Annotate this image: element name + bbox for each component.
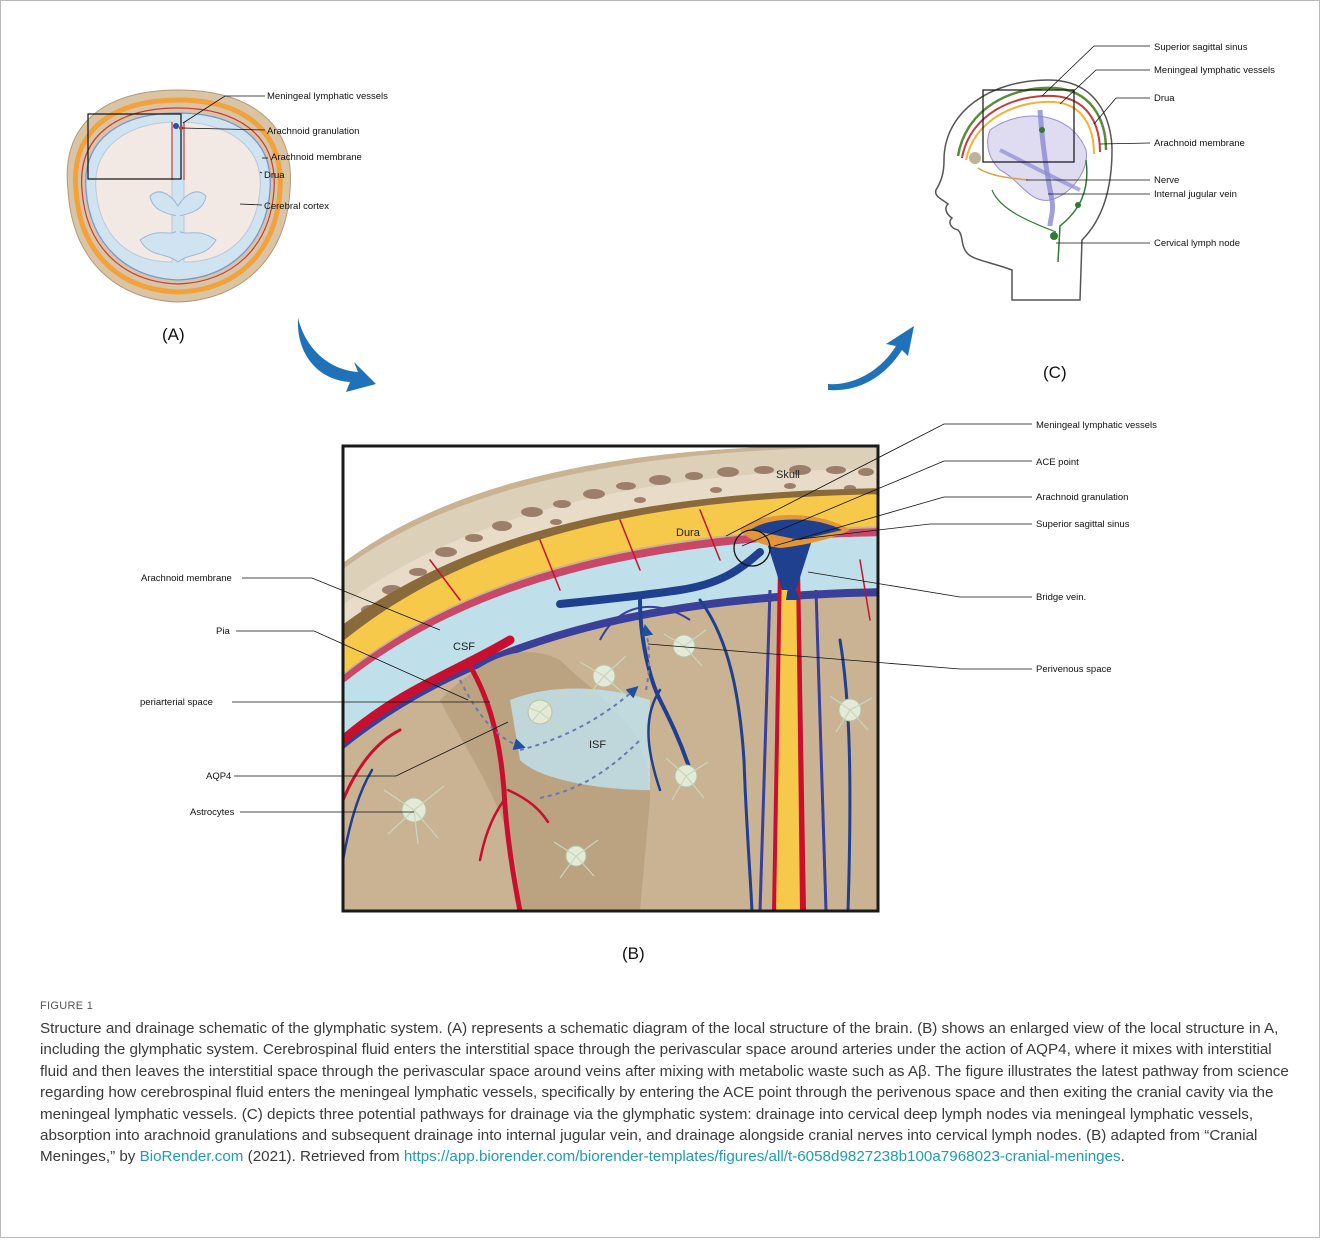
panel-label-b: (B) — [622, 944, 645, 963]
label-a-drua: Drua — [264, 170, 285, 181]
label-c-superior-sagittal-sinus: Superior sagittal sinus — [1154, 42, 1248, 53]
label-b-periarterial-space: periarterial space — [140, 697, 213, 708]
label-b-bridge-vein: Bridge vein. — [1036, 592, 1086, 603]
label-a-cerebral-cortex: Cerebral cortex — [264, 201, 329, 212]
caption-end: . — [1121, 1148, 1125, 1165]
panel-c-head-profile — [936, 80, 1112, 300]
label-b-superior-sagittal-sinus: Superior sagittal sinus — [1036, 519, 1130, 530]
label-b-aqp4: AQP4 — [206, 771, 231, 782]
label-a-arachnoid-granulation: Arachnoid granulation — [267, 126, 359, 137]
figure-number: FIGURE 1 — [40, 1000, 1290, 1012]
label-c-cervical-lymph-node: Cervical lymph node — [1154, 238, 1240, 249]
label-c-meningeal-lymphatic-vessels: Meningeal lymphatic vessels — [1154, 65, 1275, 76]
panel-a-brain-coronal — [67, 90, 290, 302]
panel-b-enlarged-view — [300, 420, 900, 911]
biorender-link[interactable]: BioRender.com — [140, 1148, 244, 1165]
label-c-nerve: Nerve — [1154, 175, 1179, 186]
label-b-skull: Skull — [776, 469, 800, 481]
label-b-arachnoid-granulation: Arachnoid granulation — [1036, 492, 1128, 503]
arrow-a-to-b-icon — [298, 318, 376, 392]
figure-caption: FIGURE 1 Structure and drainage schemati… — [40, 1000, 1290, 1168]
label-b-astrocytes: Astrocytes — [190, 807, 235, 818]
label-a-meningeal-lymphatic-vessels: Meningeal lymphatic vessels — [267, 91, 388, 102]
panel-label-c: (C) — [1043, 363, 1067, 382]
figure-illustration: Meningeal lymphatic vessels Arachnoid gr… — [0, 0, 1322, 990]
caption-text: Structure and drainage schematic of the … — [40, 1018, 1290, 1168]
label-c-drua: Drua — [1154, 93, 1175, 104]
label-a-arachnoid-membrane: Arachnoid membrane — [271, 152, 362, 163]
arrow-b-to-c-icon — [828, 326, 914, 390]
label-c-arachnoid-membrane: Arachnoid membrane — [1154, 138, 1245, 149]
caption-body: Structure and drainage schematic of the … — [40, 1020, 1289, 1165]
label-b-csf: CSF — [453, 641, 475, 653]
panel-label-a: (A) — [162, 325, 185, 344]
label-b-dura: Dura — [676, 527, 701, 539]
label-c-internal-jugular-vein: Internal jugular vein — [1154, 189, 1237, 200]
label-b-ace-point: ACE point — [1036, 457, 1079, 468]
label-b-pia: Pia — [216, 626, 230, 637]
label-b-meningeal-lymphatic-vessels: Meningeal lymphatic vessels — [1036, 420, 1157, 431]
label-b-arachnoid-membrane: Arachnoid membrane — [141, 573, 232, 584]
label-b-isf: ISF — [589, 739, 606, 751]
template-url-link[interactable]: https://app.biorender.com/biorender-temp… — [404, 1148, 1121, 1165]
label-b-perivenous-space: Perivenous space — [1036, 664, 1112, 675]
caption-mid: (2021). Retrieved from — [243, 1148, 403, 1165]
